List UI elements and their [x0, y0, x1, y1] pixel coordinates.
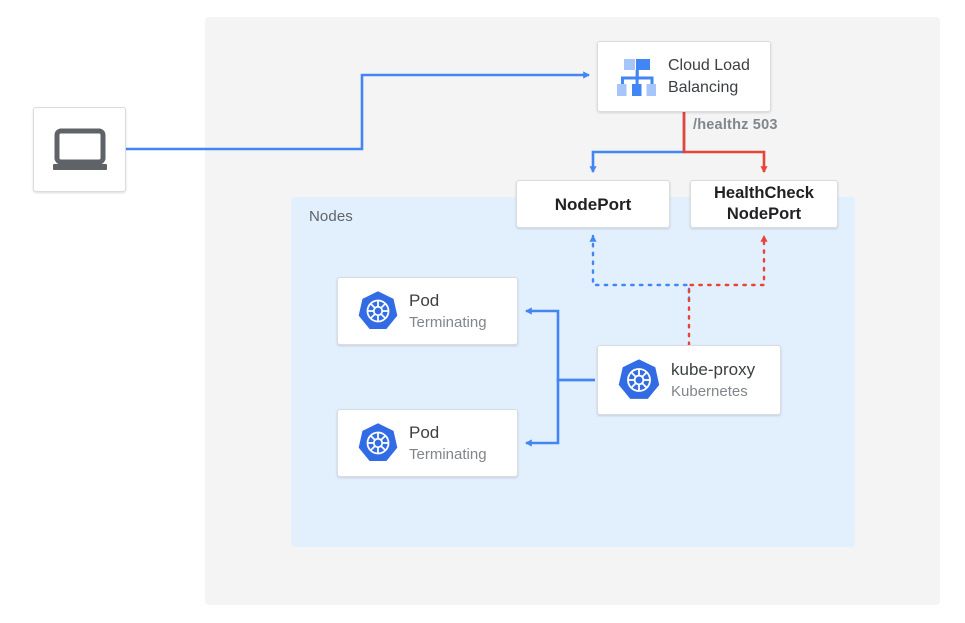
nodeport-label: NodePort: [554, 194, 632, 214]
pod-terminating-1-card[interactable]: Pod Terminating: [337, 277, 518, 345]
pod-2-labels: Pod Terminating: [409, 421, 487, 465]
clb-title-line2: Balancing: [668, 78, 739, 96]
pod-1-status: Terminating: [409, 314, 487, 331]
kubernetes-icon: [347, 290, 409, 332]
kube-proxy-title: kube-proxy: [671, 360, 756, 379]
clb-title-line1: Cloud Load: [668, 56, 750, 74]
kube-proxy-labels: kube-proxy Kubernetes: [671, 358, 755, 402]
pod-1-title: Pod: [409, 291, 440, 310]
healthz-status-label: /healthz 503: [693, 117, 778, 133]
kube-proxy-subtitle: Kubernetes: [671, 383, 748, 400]
nodes-panel-label: Nodes: [309, 208, 353, 225]
pod-terminating-2-card[interactable]: Pod Terminating: [337, 409, 518, 477]
healthcheck-nodeport-card[interactable]: HealthCheck NodePort: [690, 180, 838, 228]
kube-proxy-card[interactable]: kube-proxy Kubernetes: [597, 345, 781, 415]
kubernetes-icon: [607, 358, 671, 402]
load-balancer-icon: [606, 56, 668, 98]
pod-2-status: Terminating: [409, 446, 487, 463]
cloud-load-balancing-labels: Cloud Load Balancing: [668, 55, 750, 99]
cloud-load-balancing-card[interactable]: Cloud Load Balancing: [597, 41, 771, 112]
pod-1-labels: Pod Terminating: [409, 289, 487, 333]
nodeport-card[interactable]: NodePort: [516, 180, 670, 228]
client-device-card[interactable]: [33, 107, 126, 192]
healthcheck-nodeport-label-line2: NodePort: [726, 205, 802, 223]
pod-2-title: Pod: [409, 423, 440, 442]
laptop-icon: [34, 108, 125, 191]
kubernetes-icon: [347, 422, 409, 464]
healthcheck-nodeport-label-line1: HealthCheck: [714, 184, 814, 202]
